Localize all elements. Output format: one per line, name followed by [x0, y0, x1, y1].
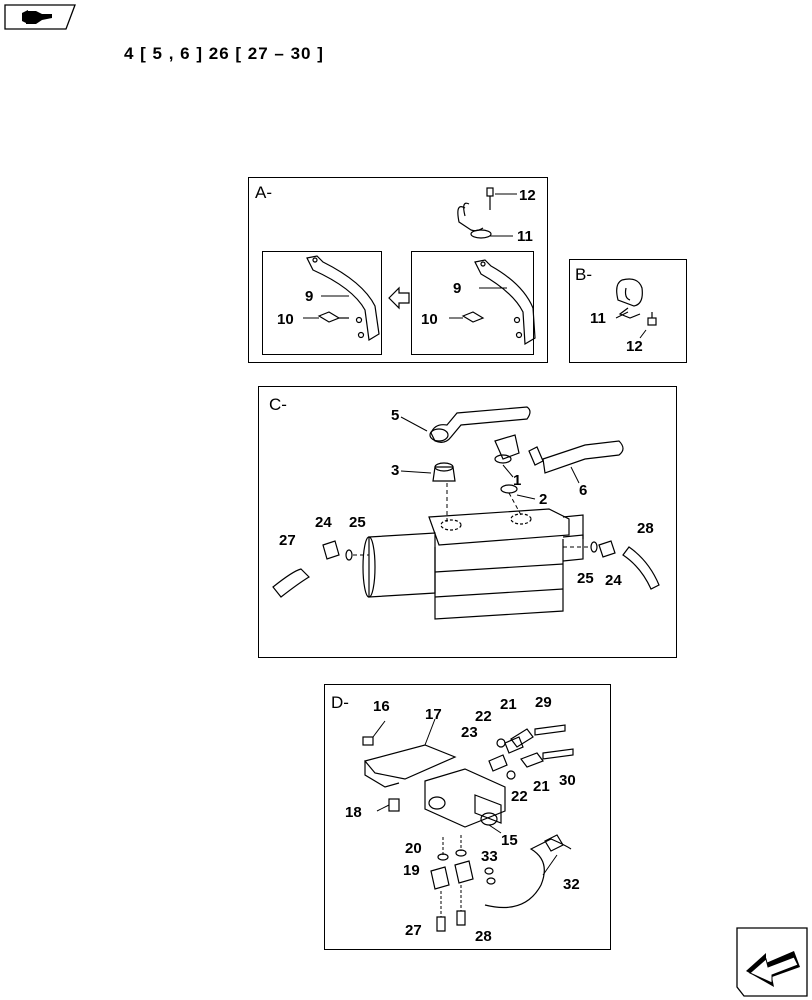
callout-2: 2	[539, 491, 547, 508]
callout-12: 12	[519, 187, 536, 204]
callout-28-d: 28	[475, 928, 492, 945]
clamp-part	[457, 187, 494, 239]
callout-24: 24	[315, 514, 332, 531]
callout-6: 6	[579, 482, 587, 499]
callout-20: 20	[405, 840, 422, 857]
callout-12-b: 12	[626, 338, 643, 355]
callout-25: 25	[349, 514, 366, 531]
panel-a-sub-right	[411, 251, 534, 355]
arrow-left-icon	[388, 286, 410, 310]
callout-21b: 21	[533, 778, 550, 795]
callout-27: 27	[279, 532, 296, 549]
callout-27-d: 27	[405, 922, 422, 939]
callout-24b: 24	[605, 572, 622, 589]
callout-9b: 9	[453, 280, 461, 297]
callout-3: 3	[391, 462, 399, 479]
callout-16: 16	[373, 698, 390, 715]
callout-9: 9	[305, 288, 313, 305]
callout-25b: 25	[577, 570, 594, 587]
panel-c-label: C-	[269, 395, 287, 414]
callout-5: 5	[391, 407, 399, 424]
callout-23: 23	[461, 724, 478, 741]
panel-a-drawing: 12 11 9 10 9 10	[277, 187, 536, 346]
callout-22b: 22	[511, 788, 528, 805]
panel-d-drawing: 16 17 21 29 22 23 21 22 30 18 15 20 19 3…	[345, 694, 580, 945]
callout-17: 17	[425, 706, 442, 723]
callout-29: 29	[535, 694, 552, 711]
callout-22: 22	[475, 708, 492, 725]
book-pointer-icon[interactable]	[4, 4, 76, 30]
callout-10b: 10	[421, 311, 438, 328]
panel-c-drawing: 5 3 1 2 6 24 25 27 28 25 24	[272, 406, 660, 620]
panel-c: C-	[258, 386, 677, 658]
callout-11: 11	[517, 228, 533, 245]
callout-28: 28	[637, 520, 654, 537]
callout-32: 32	[563, 876, 580, 893]
callout-15: 15	[501, 832, 518, 849]
panel-a: A-	[248, 177, 548, 363]
next-page-arrow-icon[interactable]	[736, 927, 808, 997]
callout-10: 10	[277, 311, 294, 328]
callout-21: 21	[500, 696, 517, 713]
callout-11-b: 11	[590, 310, 606, 327]
reference-line: 4 [ 5 , 6 ] 26 [ 27 – 30 ]	[124, 44, 324, 63]
panel-b-label: B-	[575, 265, 592, 284]
callout-33: 33	[481, 848, 498, 865]
panel-b: B- 11 12	[569, 259, 687, 363]
callout-30: 30	[559, 772, 576, 789]
panel-d-label: D-	[331, 693, 349, 712]
callout-19: 19	[403, 862, 420, 879]
panel-d: D-	[324, 684, 611, 950]
panel-b-drawing: 11 12	[590, 278, 657, 355]
panel-a-sub-left	[262, 251, 382, 355]
callout-1: 1	[513, 472, 521, 489]
panel-a-label: A-	[255, 183, 272, 202]
callout-18: 18	[345, 804, 362, 821]
